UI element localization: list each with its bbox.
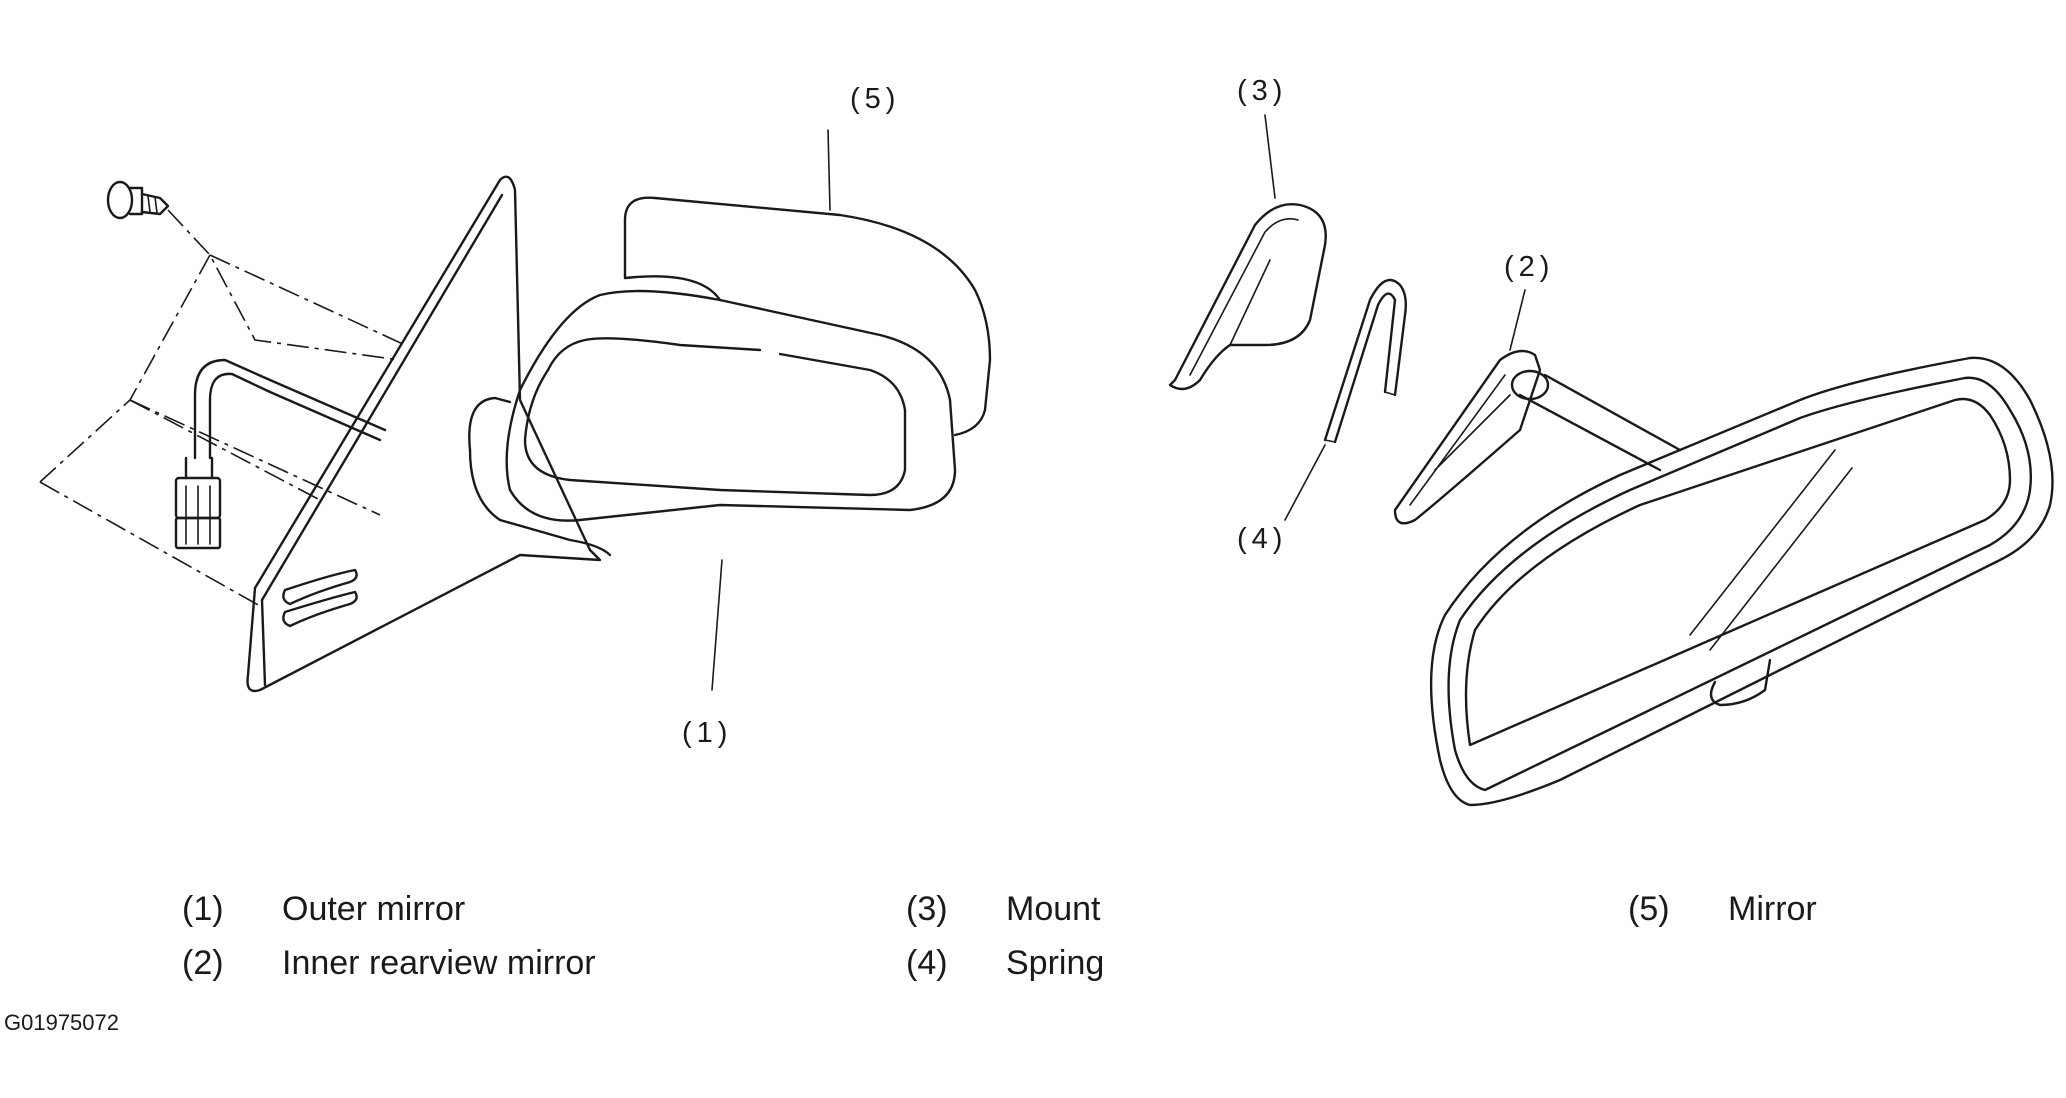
inner-mirror-drawing [1168,203,2054,807]
legend-label: Spring [1006,944,1105,982]
bolt-icon [106,180,170,220]
connector-icon [174,456,222,550]
legend-number: (1) [182,890,224,928]
legend-label: Inner rearview mirror [282,944,596,982]
legend-number: (2) [182,944,224,982]
legend-label: Mount [1006,890,1101,928]
callout-1: (1) [682,717,732,749]
legend-number: (4) [906,944,948,982]
rearview-mirror-body [1429,356,2054,807]
leader-lines [711,114,1526,691]
spring-drawing [1323,278,1408,444]
legend-label: Mirror [1728,890,1817,928]
callout-3: (3) [1237,75,1287,107]
callout-4: (4) [1237,523,1287,555]
stay-drawing [1393,349,1682,525]
legend-number: (3) [906,890,948,928]
callout-2: (2) [1504,251,1554,283]
callout-5: (5) [850,83,900,115]
legend-label: Outer mirror [282,890,466,928]
legend-number: (5) [1628,890,1670,928]
figure-id: G01975072 [4,1010,119,1035]
outer-mirror-drawing [39,175,992,693]
mount-drawing [1168,203,1327,391]
